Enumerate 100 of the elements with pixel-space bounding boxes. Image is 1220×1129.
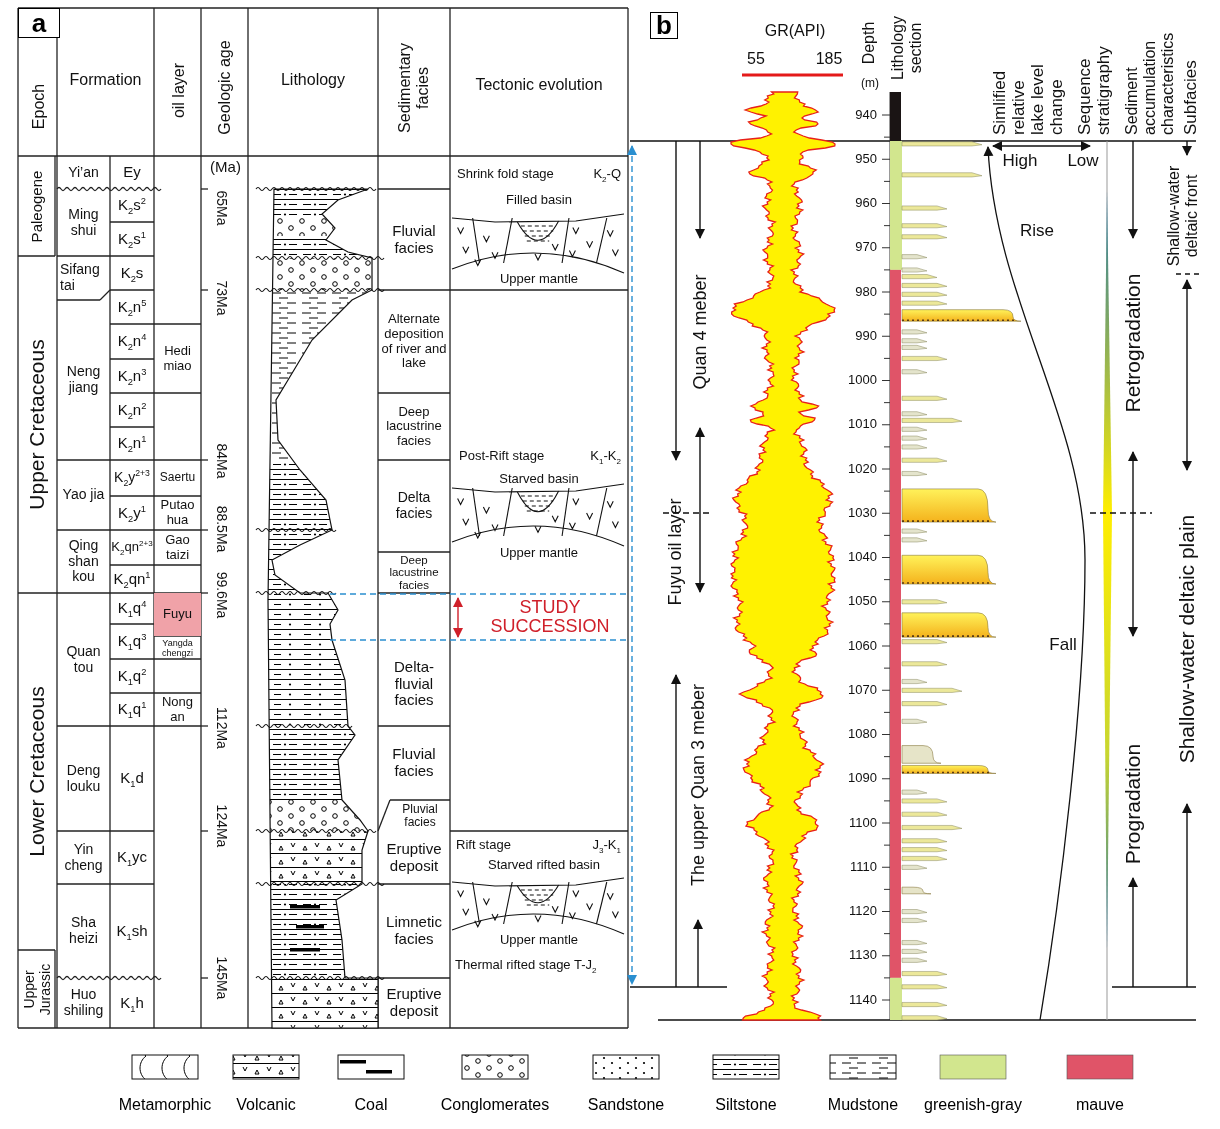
oil-layer-name: Nong an [160,694,195,725]
column-header: Simlified relative lake level change [989,63,1067,135]
formation-name: Qing shan kou [67,538,100,585]
tectonic-label: Filled basin [506,192,572,208]
formation-name: Neng jiang [65,364,102,396]
depth-label: 1000 [848,373,877,388]
member-code: K$_{2}$qn$^{2+3}$ [111,540,153,555]
column-header: Sediment accumulation characteristics [1123,31,1177,135]
column-header: Lithology section [889,15,925,83]
oil-layer-name: Hedi miao [162,343,193,374]
curve-label: Fall [1049,635,1077,655]
formation-name: Yi’an [68,164,99,181]
depth-label: 950 [855,151,877,167]
tectonic-label: Starved basin [499,471,579,487]
member-code: K$_{2}$n$^{5}$ [117,298,147,316]
age-label: 84Ma [213,443,229,479]
legend-label: Coal [353,1096,389,1114]
depth-label: 940 [855,107,877,123]
member-code: K$_{2}$n$^{1}$ [117,435,147,452]
member-code: K$_{2}$n$^{2}$ [117,401,147,419]
oil-layer-name: Saertu [159,471,196,485]
depth-label: 960 [855,196,877,211]
trend-label: Progradation [1121,743,1145,865]
facies-label: Eruptive deposit [385,840,443,875]
column-header: Geologic age [215,40,234,135]
member-code: K$_{1}$yc [116,849,148,866]
oil-layer-name: Fuyu [154,593,201,636]
depth-label: 1120 [849,904,877,919]
age-label: 99.6Ma [213,571,229,619]
formation-name: Quan tou [65,643,102,676]
tick-label: 185 [815,50,843,68]
member-code: K$_{2}$qn$^{1}$ [113,570,151,588]
panel-label: a [18,8,60,38]
facies-label: Alternate deposition of river and lake [380,312,448,371]
tectonic-label: Upper mantle [499,545,578,561]
unit-label: (m) [861,77,879,91]
member-code: K$_{1}$sh [116,922,148,940]
column-header: Formation [69,71,142,89]
member-code: K$_{2}$s$^{2}$ [118,197,146,214]
facies-label: Fluvial facies [391,746,437,780]
column-header: Tectonic evolution [475,76,603,94]
legend-label: Mudstone [826,1096,900,1114]
tectonic-label: Upper mantle [499,271,578,287]
tectonic-label: Starved rifted basin [488,857,600,873]
column-header: Subfacies [1181,60,1201,135]
epoch-label: Upper Cretaceous [24,339,49,510]
oil-layer-name: Yangda chengzi [161,637,194,659]
member-code: K$_{1}$q$^{4}$ [117,600,147,617]
legend-label: greenish-gray [923,1096,1023,1114]
depth-label: 1090 [848,771,877,786]
column-header: Epoch [28,83,47,129]
depth-label: 980 [855,284,877,300]
age-label: 88.5Ma [213,505,229,553]
formation-name: Yin cheng [63,841,104,874]
legend-label: mauve [1075,1096,1125,1114]
axis-label: High [1002,151,1038,171]
interval-label: Quan 4 meber [689,274,711,390]
member-code: K$_{2}$n$^{4}$ [117,333,147,350]
column-header: oil layer [168,62,187,118]
axis-label: Low [1067,151,1099,171]
depth-label: 1010 [848,417,877,432]
depth-label: 1130 [849,948,877,963]
column-header: Sedimentary facies [396,42,432,135]
depth-label: 1050 [848,594,877,609]
formation-name: Sha heizi [68,915,99,947]
legend-label: Metamorphic [117,1096,213,1114]
member-code: K$_{2}$y$^{1}$ [118,504,146,522]
age-label: 112Ma [213,707,229,749]
tectonic-label: Upper mantle [499,932,578,948]
member-code: K$_{2}$s [120,264,144,282]
member-code: K$_{1}$q$^{1}$ [117,701,147,718]
tectonic-stage-label: Rift stage [456,837,511,853]
formation-name: Ming shui [67,206,100,239]
axis-title: GR(API) [764,22,826,40]
interval-label: The upper Quan 3 meber [687,683,709,887]
member-code: K$_{1}$h [120,994,144,1012]
epoch-label: Lower Cretaceous [24,686,49,857]
depth-label: 1020 [848,461,877,477]
depth-label: 1060 [848,638,877,654]
depth-label: 1080 [848,727,877,742]
member-code: K$_{1}$q$^{3}$ [117,633,147,650]
depth-label: 1030 [848,505,877,521]
formation-name: Sifang tai [60,262,101,294]
epoch-label: Paleogene [28,170,45,242]
tectonic-stage-label: K$_{1}$-K$_{2}$ [590,448,621,464]
formation-name: Huo shiling [62,987,105,1019]
axis-title: Depth [860,21,878,65]
column-header: Lithology [280,71,345,89]
facies-label: Fluvial facies [391,222,437,257]
interval-label: Fuyu oil layer [664,498,686,606]
depth-label: 1110 [850,859,877,875]
tectonic-stage-label: Shrink fold stage [457,166,554,182]
subfacies-label: Shallow-water deltaic front [1165,164,1201,269]
facies-label: Eruptive deposit [385,986,443,1020]
column-header: Sequence stratigraphy [1074,45,1114,135]
age-unit-label: (Ma) [210,158,241,176]
age-label: 124Ma [213,804,229,848]
tectonic-stage-label: Thermal rifted stage T-J$_{2}$ [455,957,597,973]
age-label: 145Ma [213,956,229,1000]
member-code: Ey [123,164,141,181]
